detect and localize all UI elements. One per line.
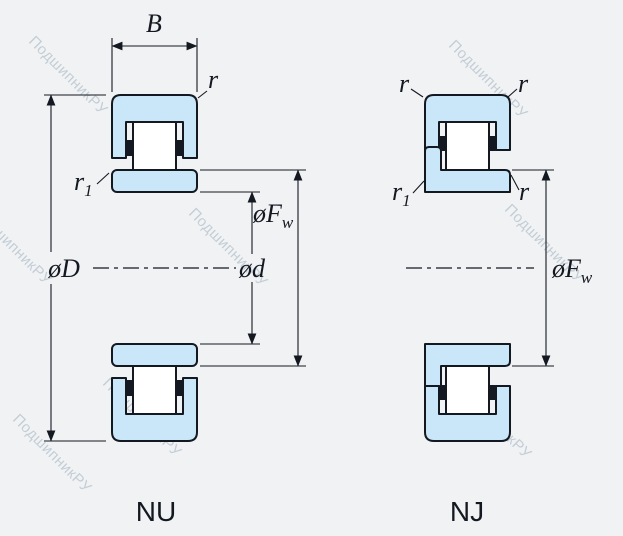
nu-cage-mark [126,140,133,156]
nu-cage-mark [176,140,183,156]
nj-leader-r1 [412,180,425,194]
nj-roller-bottom [445,365,490,415]
nj-outer-ring-top [424,94,511,151]
nu-label-fw-sub: w [282,213,294,232]
nj-label-fw-base: øF [551,254,582,283]
nu-cage-mark [126,380,133,396]
nj-label-r1: r1 [392,177,411,210]
watermark-text: ПодшипникРУ [9,411,95,497]
nu-label-bore: ød [238,254,266,283]
nj-inner-ring-top [424,146,511,193]
bearing-nu-view: B r r1 øD ød øFw NU [44,9,306,527]
nj-label-fw-sub: w [581,268,593,287]
nu-inner-ring-bottom [111,343,198,367]
nu-outer-ring-top [111,94,198,159]
watermark-text: ПодшипникРУ [25,33,111,119]
nj-leader-r-top-right [507,88,518,98]
nj-label-r1-base: r [392,177,403,206]
nj-leader-r-top-left [410,88,424,98]
bearing-nj-view: r r r1 r øFw NJ [392,69,593,527]
watermark-text: ПодшипникРУ [0,203,55,289]
nj-label-fw: øFw [551,254,593,287]
nj-cage-mark [489,385,496,400]
nu-label-fw: øFw [252,199,294,232]
nj-cage-mark [439,136,446,151]
nu-label-r1: r1 [74,167,93,200]
nu-label-r: r [208,65,219,94]
nj-title: NJ [450,496,484,527]
nj-label-r-mid-right: r [519,177,530,206]
nj-outer-ring-bottom [424,385,511,442]
nj-leader-r-mid-right [510,174,520,191]
nu-label-fw-base: øF [252,199,283,228]
nu-roller-top [132,121,177,171]
nu-label-b: B [146,9,162,38]
nj-label-r-top-right: r [518,69,529,98]
nu-label-r1-base: r [74,167,85,196]
nu-inner-ring-top [111,169,198,193]
nj-cage-mark [439,385,446,400]
nj-label-r-top-left: r [399,69,410,98]
nu-label-r1-sub: 1 [84,181,93,200]
nj-cage-mark [489,136,496,151]
nu-label-od-outer: øD [47,254,80,283]
nu-roller-bottom [132,365,177,415]
nu-outer-ring-bottom [111,377,198,442]
nj-roller-top [445,121,490,171]
nj-label-r1-sub: 1 [402,191,411,210]
nu-leader-r1 [96,172,110,185]
nu-cage-mark [176,380,183,396]
nu-leader-r [197,90,208,99]
nu-title: NU [136,496,176,527]
